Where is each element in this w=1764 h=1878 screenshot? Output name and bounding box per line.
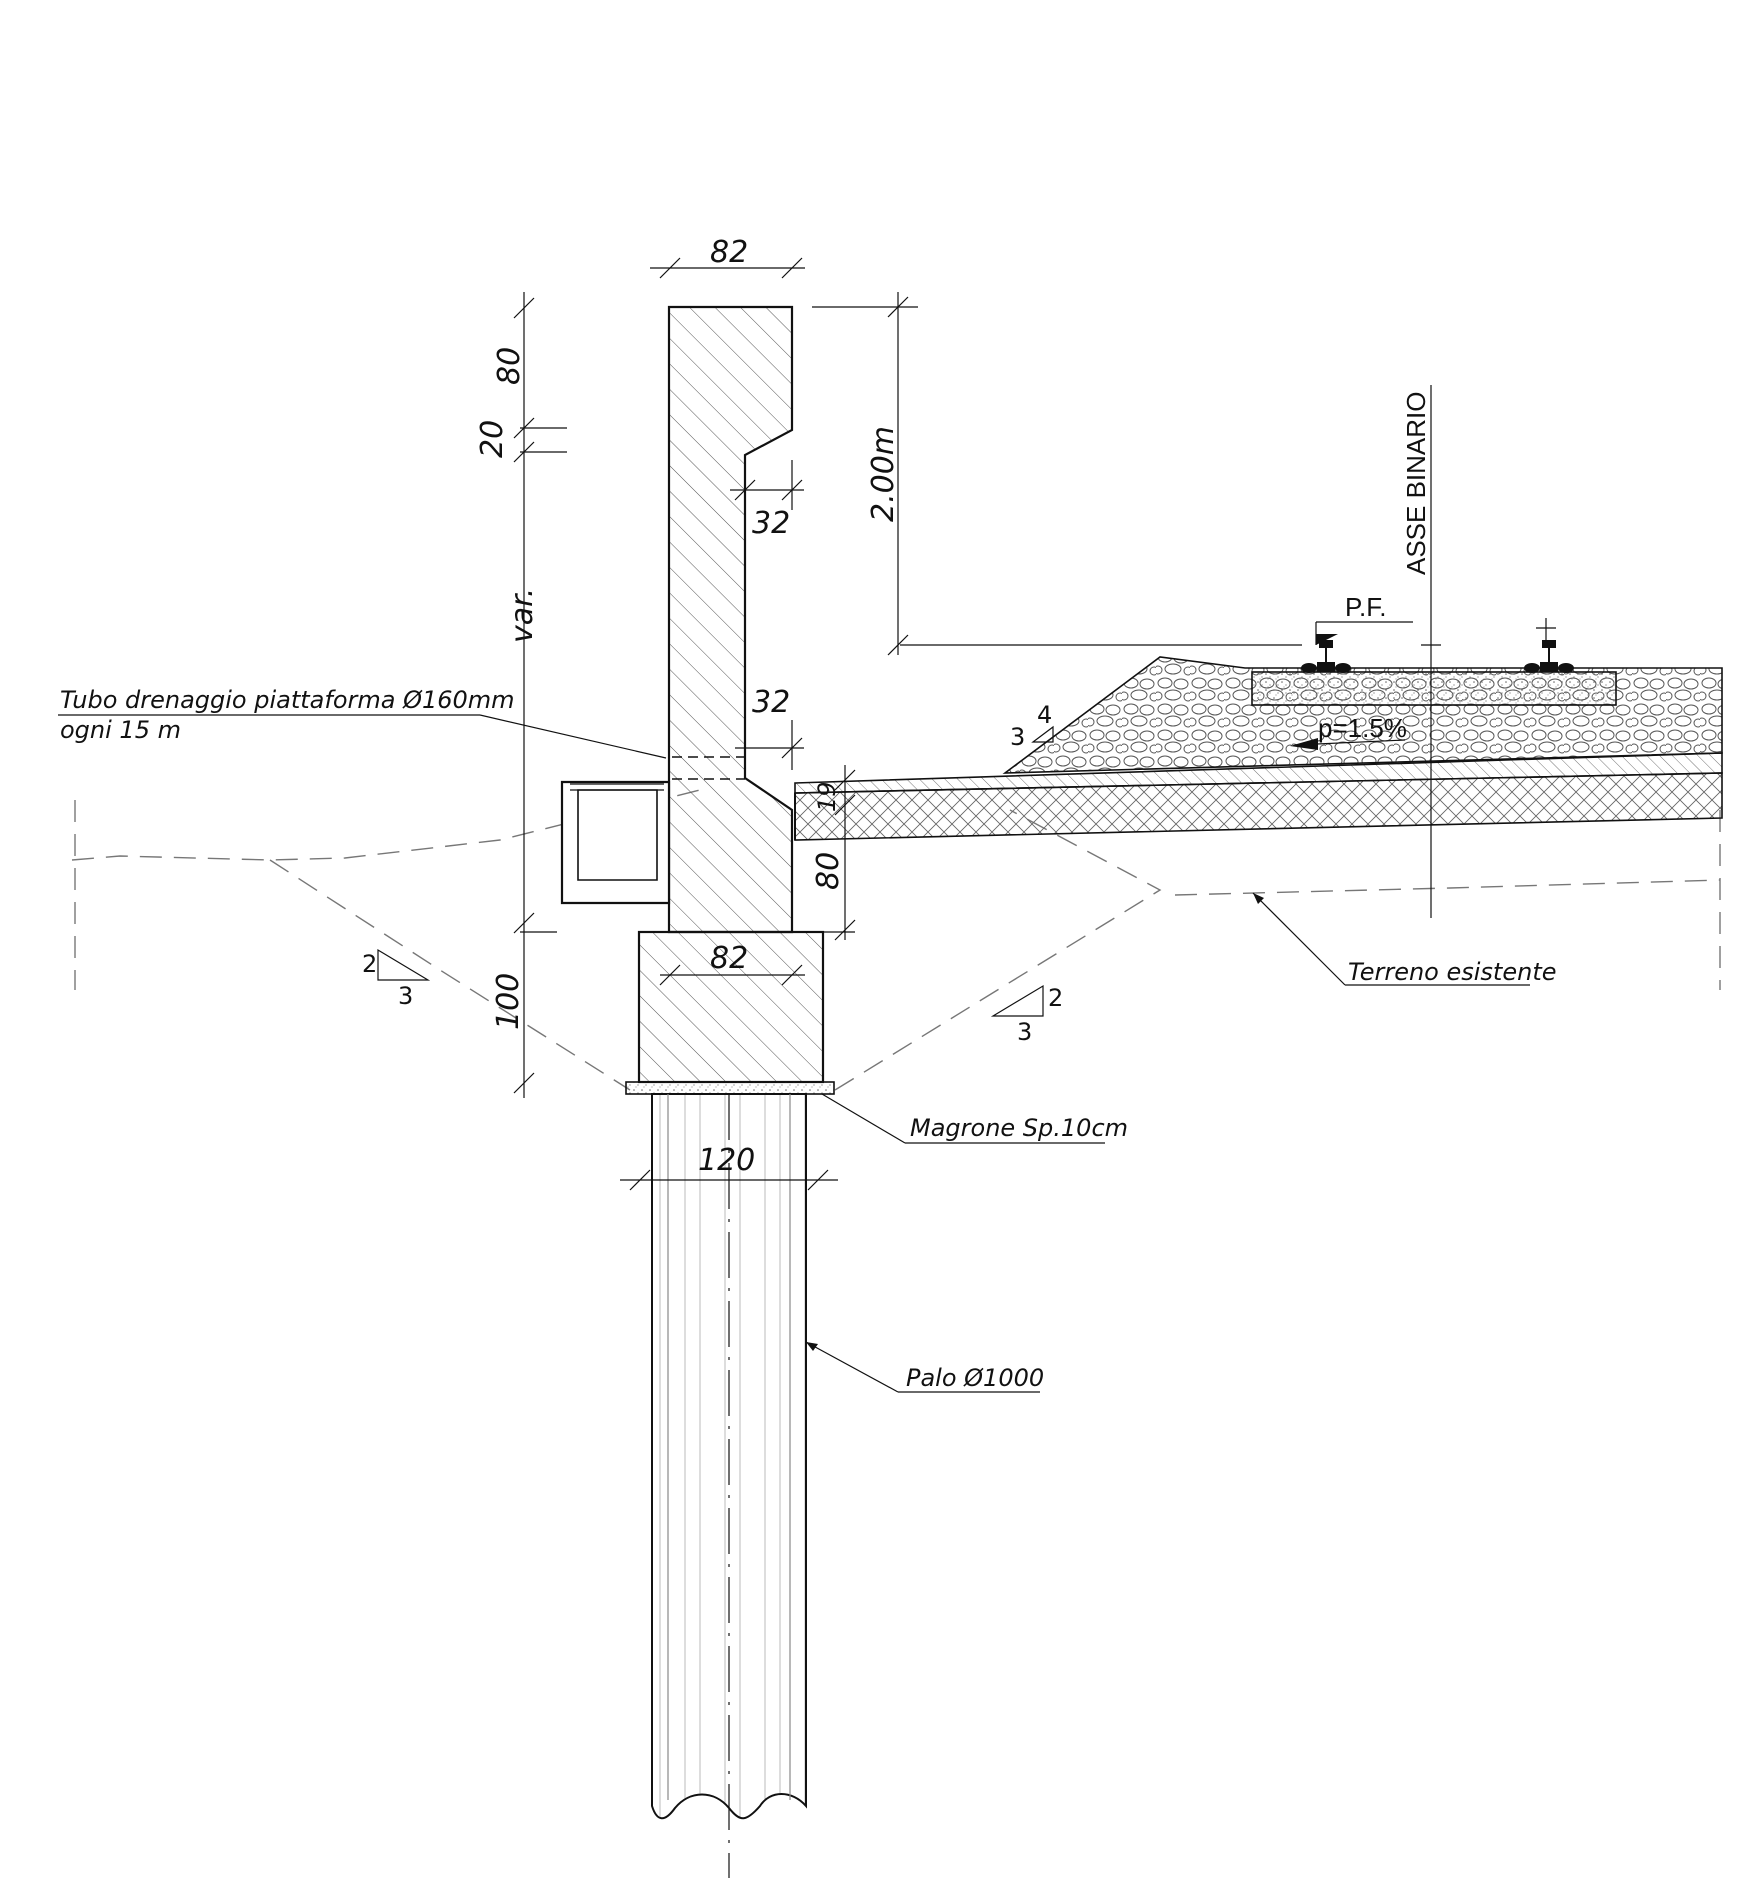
cross-slope-indicator: p=1.5% <box>1290 713 1407 750</box>
svg-text:100: 100 <box>491 973 526 1030</box>
rail-level-marker: P.F. <box>900 592 1413 646</box>
dim-height-above-rail: 2.00m <box>812 292 918 656</box>
svg-text:3: 3 <box>1017 1018 1032 1046</box>
svg-text:var.: var. <box>505 588 540 643</box>
dim-top-width: 82 <box>650 235 805 279</box>
rail-right <box>1524 618 1574 673</box>
dim-footing-width: 82 <box>659 941 805 986</box>
sleeper <box>1251 671 1617 706</box>
dim-base-right: 19 80 <box>800 765 856 941</box>
svg-text:82: 82 <box>710 235 748 270</box>
lean-concrete-label: Magrone Sp.10cm <box>910 1114 1128 1142</box>
existing-ground-line <box>71 789 1721 990</box>
svg-text:2: 2 <box>362 950 377 978</box>
drain-pipe-sublabel: ogni 15 m <box>60 716 181 744</box>
drain-pipe-through-wall <box>672 756 745 780</box>
existing-ground-label: Terreno esistente <box>1348 958 1557 986</box>
subgrade-layers <box>794 752 1723 841</box>
lean-concrete-layer <box>625 1081 835 1095</box>
svg-text:20: 20 <box>475 420 510 458</box>
svg-text:2.00m: 2.00m <box>866 426 901 522</box>
dim-stem-thickness-upper: 32 <box>730 460 804 541</box>
svg-text:3: 3 <box>1010 723 1025 751</box>
svg-text:32: 32 <box>752 685 790 720</box>
svg-text:80: 80 <box>811 852 846 890</box>
pile-label: Palo Ø1000 <box>906 1364 1044 1392</box>
excavation-slope-right: 2 3 <box>990 984 1063 1046</box>
ballast-slope-triangle: 4 3 <box>1010 701 1054 751</box>
pile <box>651 1093 807 1878</box>
svg-text:32: 32 <box>752 506 790 541</box>
rail-left <box>1301 640 1351 673</box>
svg-text:19: 19 <box>813 781 841 812</box>
svg-text:2: 2 <box>1048 984 1063 1012</box>
callout-existing-ground: Terreno esistente <box>1252 892 1557 986</box>
rail-level-label: P.F. <box>1345 592 1386 622</box>
track-axis: ASSE BINARIO <box>1401 385 1441 918</box>
dim-left-vertical: 80 20 var. 100 <box>475 292 567 1098</box>
dim-pile-width: 120 <box>620 1143 838 1195</box>
svg-text:4: 4 <box>1037 701 1052 729</box>
svg-text:3: 3 <box>398 982 413 1010</box>
svg-text:120: 120 <box>698 1143 755 1178</box>
svg-text:80: 80 <box>492 347 527 385</box>
retaining-wall-stem <box>667 305 794 934</box>
svg-text:82: 82 <box>710 941 748 976</box>
callout-drain-pipe: Tubo drenaggio piattaforma Ø160mm ogni 1… <box>58 686 667 759</box>
cross-slope-label: p=1.5% <box>1318 713 1407 743</box>
drain-channel <box>560 780 671 905</box>
excavation-outline <box>269 809 1162 1091</box>
callout-pile: Palo Ø1000 <box>805 1341 1044 1393</box>
dim-stem-thickness-lower: 32 <box>735 685 804 770</box>
track-axis-label: ASSE BINARIO <box>1401 392 1431 576</box>
excavation-slope-left: 2 3 <box>362 948 431 1010</box>
callout-lean-concrete: Magrone Sp.10cm <box>821 1093 1128 1144</box>
drain-pipe-label: Tubo drenaggio piattaforma Ø160mm <box>60 686 515 714</box>
